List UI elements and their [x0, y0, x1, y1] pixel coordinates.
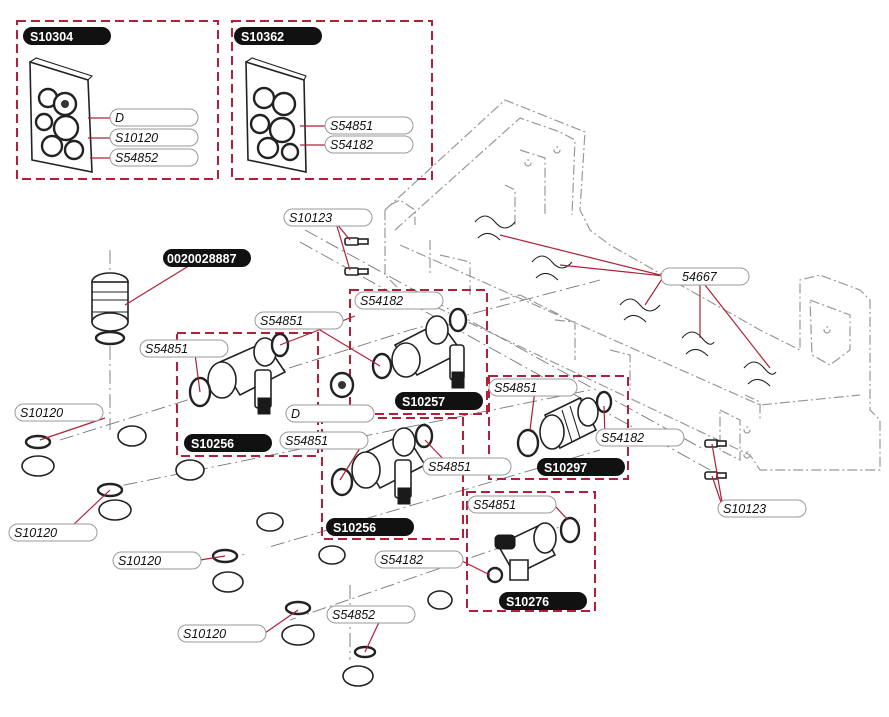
svg-text:S54182: S54182 [601, 431, 644, 445]
callout-s54852-bag1: S54852 [109, 148, 199, 167]
kit-box-s10362 [231, 20, 433, 180]
svg-text:S54852: S54852 [332, 608, 375, 622]
valve-s10257 [371, 307, 468, 389]
svg-text:S10123: S10123 [289, 211, 332, 225]
svg-text:S10256: S10256 [191, 437, 234, 451]
callout-s54851-s10256b: S54851 [279, 431, 369, 450]
svg-text:S54851: S54851 [330, 119, 373, 133]
svg-text:S10276: S10276 [506, 595, 549, 609]
svg-text:S54182: S54182 [360, 294, 403, 308]
callout-d-bag1: D [109, 108, 199, 127]
kit-box-s10257 [349, 289, 488, 415]
kit-box-s10256-b [321, 417, 464, 540]
svg-text:S54851: S54851 [260, 314, 303, 328]
hose-1 [21, 425, 147, 503]
callout-s54182-s10257: S54182 [354, 291, 444, 310]
gasket-bag-s10362 [245, 57, 307, 173]
svg-text:S10297: S10297 [544, 461, 587, 475]
svg-text:S54851: S54851 [145, 342, 188, 356]
callout-s54182-s10297: S54182 [595, 428, 685, 447]
svg-text:S10120: S10120 [115, 131, 158, 145]
svg-text:S54851: S54851 [473, 498, 516, 512]
callout-54667: 54667 [660, 267, 750, 286]
hose-5 [342, 590, 453, 693]
screws-s10123-right [704, 439, 727, 480]
valve-s10297 [516, 390, 613, 458]
kit-label-0020028887: 0020028887 [163, 249, 251, 267]
gasket-bag-s10304 [29, 57, 94, 173]
kit-box-s10276 [466, 491, 596, 612]
callout-s10123-left: S10123 [283, 208, 373, 227]
callout-s54851-top: S54851 [254, 311, 344, 330]
svg-text:S54182: S54182 [380, 553, 423, 567]
callout-s54851-s10256b-right: S54851 [422, 457, 512, 476]
callout-s54851-s10276: S54851 [467, 495, 557, 514]
kit-label-s10256-b: S10256 [326, 518, 414, 536]
callout-s10120-hose1: S10120 [14, 403, 104, 422]
callout-s54182-s10276: S54182 [374, 550, 464, 569]
callout-s10123-right: S10123 [717, 499, 807, 518]
kit-boxes [16, 20, 629, 612]
svg-text:S10362: S10362 [241, 30, 284, 44]
callout-s10120-hose4: S10120 [177, 624, 267, 643]
svg-text:S10120: S10120 [14, 526, 57, 540]
svg-text:D: D [291, 407, 300, 421]
svg-text:54667: 54667 [682, 270, 718, 284]
svg-text:D: D [115, 111, 124, 125]
svg-text:S10120: S10120 [118, 554, 161, 568]
callout-s54851-s10256a: S54851 [139, 339, 229, 358]
kit-label-s10256-a: S10256 [184, 434, 272, 452]
svg-text:S10256: S10256 [333, 521, 376, 535]
callout-s54182-bag2: S54182 [324, 135, 414, 154]
svg-text:S54851: S54851 [428, 460, 471, 474]
callout-s54851-bag2: S54851 [324, 116, 414, 135]
kit-label-s10297: S10297 [537, 458, 625, 476]
callout-s10120-hose2: S10120 [8, 523, 98, 542]
svg-text:S54851: S54851 [494, 381, 537, 395]
svg-text:0020028887: 0020028887 [167, 252, 237, 266]
disc-d [329, 371, 355, 399]
svg-text:S54182: S54182 [330, 138, 373, 152]
kit-label-s10276: S10276 [499, 592, 587, 610]
callout-d-loose: D [285, 404, 375, 423]
clips-54667 [474, 215, 777, 387]
connector-0020028887 [91, 272, 129, 346]
callout-s10120-hose3: S10120 [112, 551, 202, 570]
valve-s10276 [486, 516, 581, 584]
svg-text:S54851: S54851 [285, 434, 328, 448]
screws-s10123-left [344, 237, 369, 276]
svg-text:S10120: S10120 [20, 406, 63, 420]
hose-2 [96, 459, 205, 532]
callout-s54851-s10297: S54851 [488, 378, 578, 397]
hose-4 [281, 545, 346, 646]
kit-box-s10256-a [176, 332, 319, 457]
svg-text:S10304: S10304 [30, 30, 73, 44]
callout-s10120-bag1: S10120 [109, 128, 199, 147]
callout-s54852-hose5: S54852 [326, 605, 416, 624]
svg-text:S54852: S54852 [115, 151, 158, 165]
valve-s10256-b [330, 423, 434, 505]
kit-label-s10304: S10304 [23, 27, 111, 45]
leader-lines [39, 117, 771, 653]
svg-text:S10257: S10257 [402, 395, 445, 409]
kit-label-s10257: S10257 [395, 392, 483, 410]
svg-text:S10120: S10120 [183, 627, 226, 641]
kit-label-s10362: S10362 [234, 27, 322, 45]
hose-3 [211, 512, 284, 610]
kit-box-s10304 [16, 20, 219, 180]
kit-box-s10297 [488, 375, 629, 480]
valve-s10256-a [188, 332, 290, 415]
svg-text:S10123: S10123 [723, 502, 766, 516]
